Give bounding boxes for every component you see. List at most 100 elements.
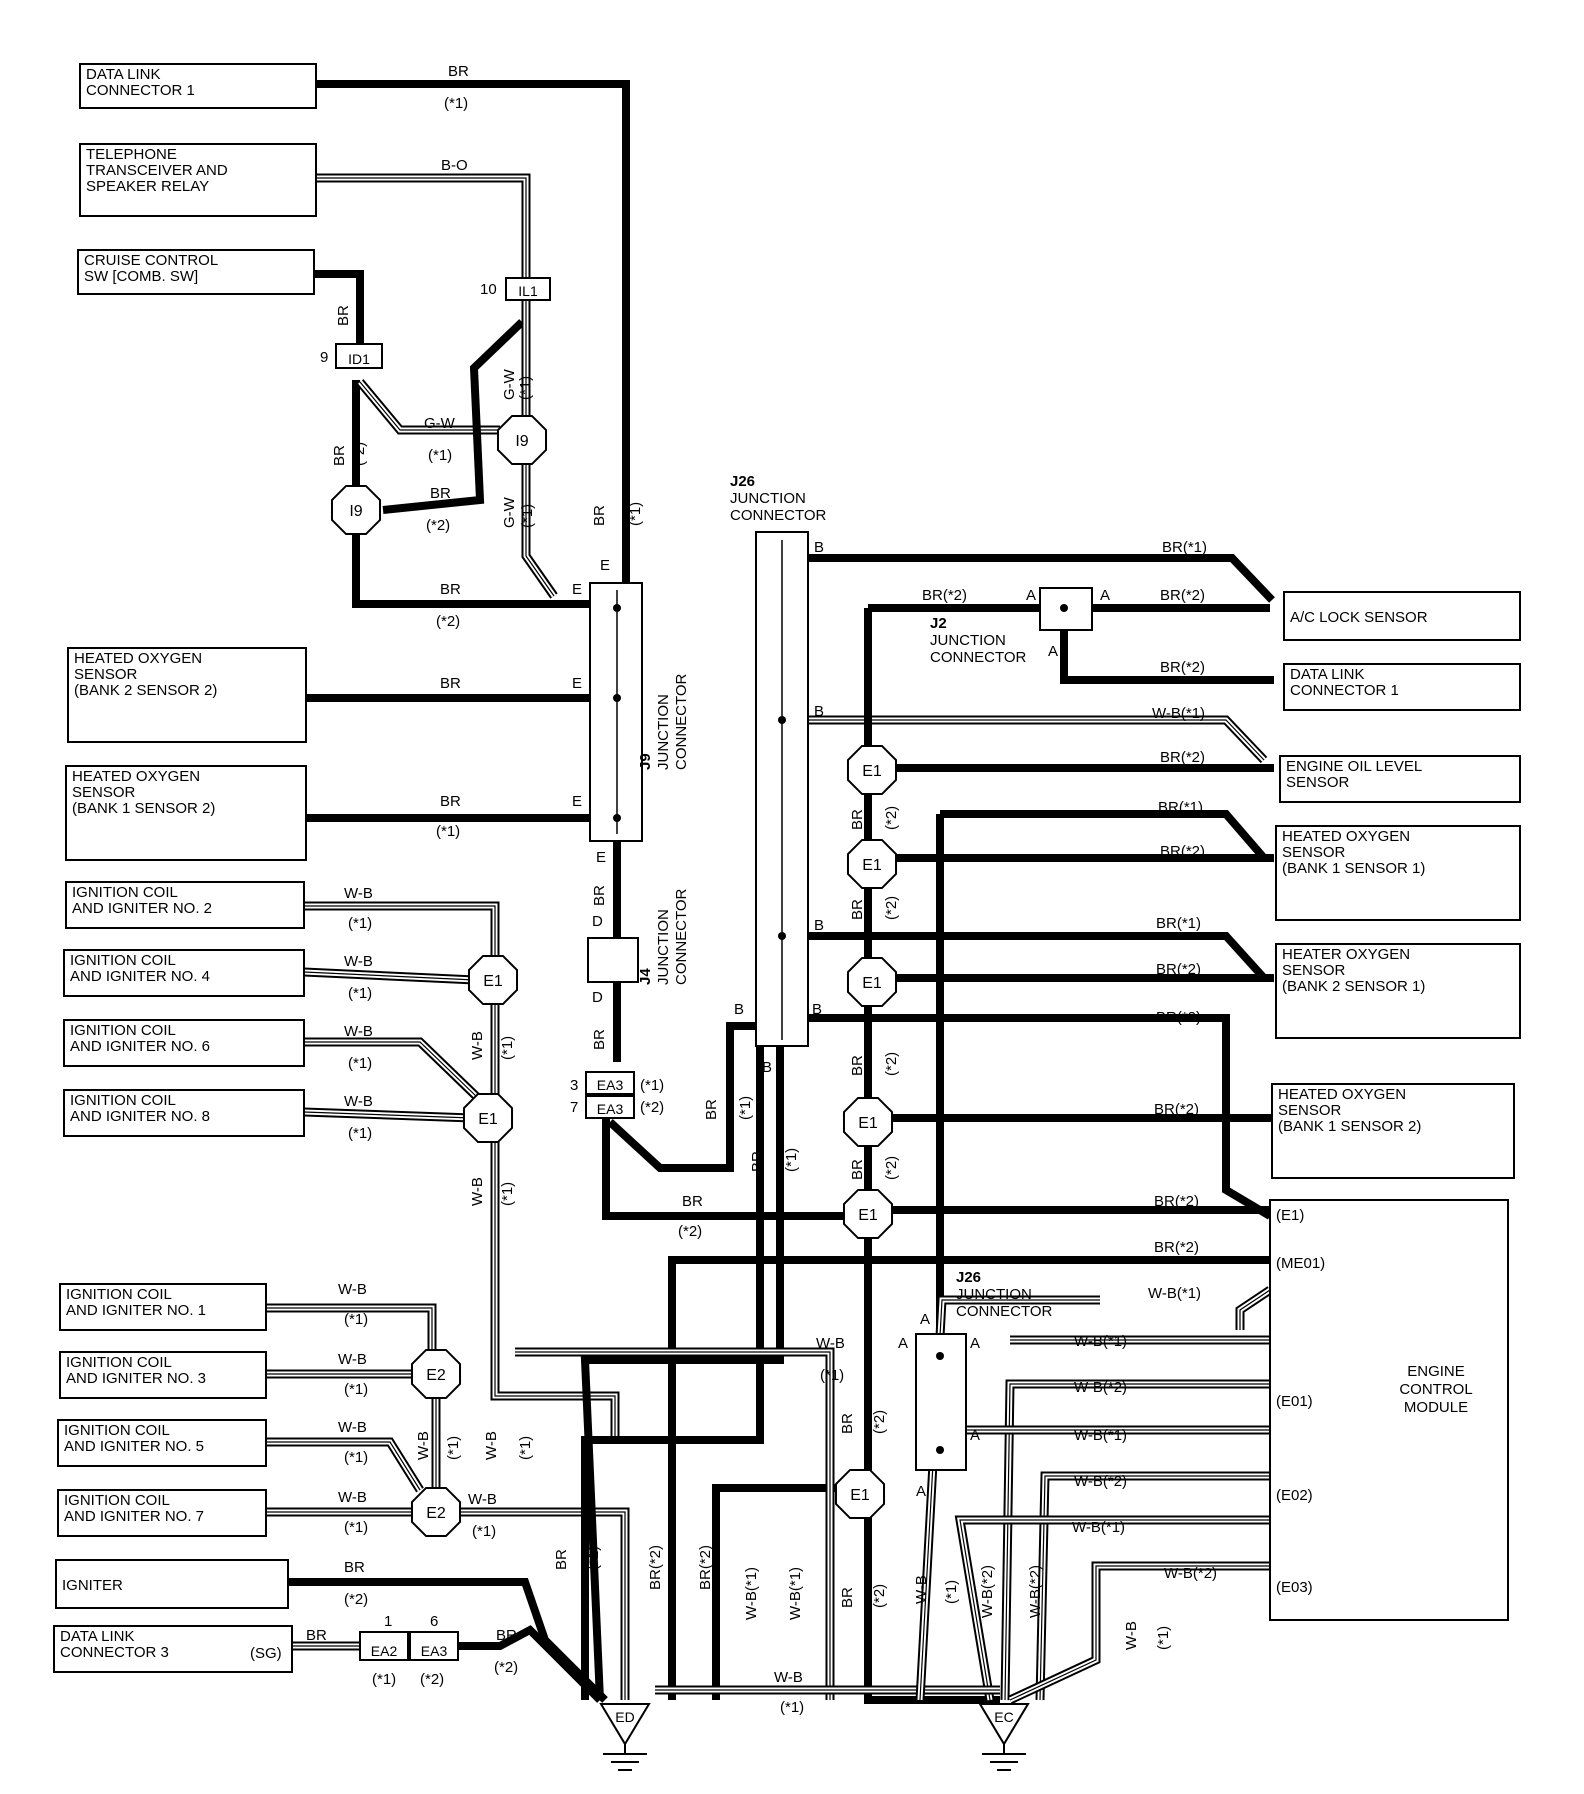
j4-connector bbox=[587, 937, 639, 983]
lbl-d-2: D bbox=[592, 989, 603, 1006]
coil-no8-line: IGNITION COIL bbox=[70, 1092, 176, 1109]
lbl-n1-dlc1: (*1) bbox=[444, 95, 468, 112]
telephone-line: TELEPHONE bbox=[86, 146, 177, 163]
lbl-n1-edec: (*1) bbox=[780, 1699, 804, 1716]
ground-ec: EC bbox=[978, 1703, 1030, 1771]
e1-splice-coil-b: E1 bbox=[462, 1092, 514, 1144]
w-ea2-ed bbox=[458, 1625, 603, 1703]
lbl-bo: B-O bbox=[441, 157, 468, 174]
lbl-br1-ac: BR(*1) bbox=[1162, 539, 1207, 556]
w-e2b-ed bbox=[460, 1507, 630, 1700]
igniter-line: IGNITER bbox=[62, 1577, 123, 1594]
e1-splice-3: E1 bbox=[846, 956, 898, 1008]
lbl-n1-ed1: (*1) bbox=[585, 1546, 602, 1570]
coil-no6-line: AND IGNITER NO. 6 bbox=[70, 1038, 210, 1055]
lbl-wb2-ec3: W-B(*2) bbox=[1027, 1565, 1044, 1618]
lbl-br-col-1: BR bbox=[849, 809, 866, 830]
j26-top-label-0: J26 bbox=[730, 473, 755, 490]
lbl-gw-1: G-W bbox=[501, 368, 518, 400]
lbl-n2-col-3: (*2) bbox=[883, 1052, 900, 1076]
ho2s-bank2-sensor2-line: HEATED OXYGEN bbox=[74, 650, 202, 667]
lbl-br1-b1s1: BR(*1) bbox=[1158, 799, 1203, 816]
cruise-control-sw-line: CRUISE CONTROL bbox=[84, 252, 218, 269]
lbl-br-j26b: BR bbox=[749, 1151, 766, 1172]
w-col2-b1s1 bbox=[940, 810, 1268, 861]
coil-no4-line: IGNITION COIL bbox=[70, 952, 176, 969]
w-dlc1-j9 bbox=[315, 80, 630, 583]
e1-splice-5-label: E1 bbox=[858, 1207, 878, 1224]
il1-connector-label: IL1 bbox=[518, 283, 538, 299]
lbl-br2-ed2: BR(*2) bbox=[647, 1545, 664, 1590]
engine-control-module-line: MODULE bbox=[1404, 1399, 1468, 1416]
j9-label-0: J9 bbox=[637, 753, 654, 770]
w-wb-e03a bbox=[954, 1515, 1270, 1701]
lbl-n1-e1v: (*1) bbox=[499, 1036, 516, 1060]
lbl-n1-c2: (*1) bbox=[348, 915, 372, 932]
j4-label-1: JUNCTION bbox=[655, 909, 672, 985]
e1-splice-1: E1 bbox=[846, 744, 898, 796]
lbl-b-1: B bbox=[734, 1001, 744, 1018]
e1-splice-4-label: E1 bbox=[858, 1115, 878, 1132]
lbl-br-col-4: BR bbox=[849, 1159, 866, 1180]
j9-label-2: CONNECTOR bbox=[673, 673, 690, 770]
ground-ed: ED bbox=[599, 1703, 651, 1771]
lbl-b-6: B bbox=[812, 1001, 822, 1018]
lbl-wb-c8: W-B bbox=[344, 1093, 373, 1110]
lbl-wb2-e01b: W-B(*2) bbox=[1074, 1379, 1127, 1396]
ho2s-bank2-sensor1-line: HEATER OXYGEN bbox=[1282, 946, 1410, 963]
e1-splice-coil-a: E1 bbox=[467, 954, 519, 1006]
lbl-n1-gw2: (*1) bbox=[428, 447, 452, 464]
lbl-br2-dlc1: BR(*2) bbox=[1160, 659, 1205, 676]
lbl-n1-j26b: (*1) bbox=[783, 1148, 800, 1172]
coil-no5-line: IGNITION COIL bbox=[64, 1422, 170, 1439]
lbl-br-ed1: BR bbox=[553, 1549, 570, 1570]
ecm-pin-e1: (E1) bbox=[1276, 1207, 1304, 1224]
junction-dot-4 bbox=[778, 932, 786, 940]
lbl-wb-e2v: W-B bbox=[415, 1431, 432, 1460]
lbl-a-1: A bbox=[898, 1335, 908, 1352]
lbl-n1-c6: (*1) bbox=[348, 1055, 372, 1072]
lbl-wb2-e03b: W-B(*2) bbox=[1164, 1565, 1217, 1582]
lbl-n1-gw3: (*1) bbox=[519, 504, 536, 528]
lbl-p3: 3 bbox=[570, 1077, 578, 1094]
ea3-connector-3: EA3 bbox=[585, 1071, 635, 1095]
lbl-p1: 1 bbox=[384, 1613, 392, 1630]
j26-top-label-2: CONNECTOR bbox=[730, 507, 827, 524]
w-coil1 bbox=[266, 1303, 437, 1352]
coil-no1-line: AND IGNITER NO. 1 bbox=[66, 1302, 206, 1319]
lbl-p10: 10 bbox=[480, 281, 497, 298]
e2-splice-b-label: E2 bbox=[426, 1505, 446, 1522]
ho2s-bank2-sensor2-line: (BANK 2 SENSOR 2) bbox=[74, 682, 217, 699]
il1-connector: IL1 bbox=[505, 277, 551, 301]
lbl-n2-col-4: (*2) bbox=[883, 1156, 900, 1180]
e1-splice-6-label: E1 bbox=[850, 1487, 870, 1504]
lbl-n1-c8: (*1) bbox=[348, 1125, 372, 1142]
lbl-wb-e2c: W-B bbox=[483, 1431, 500, 1460]
lbl-wb1-me01: W-B(*1) bbox=[1148, 1285, 1201, 1302]
w-ea3-3 bbox=[607, 1022, 765, 1172]
lbl-n1-c3: (*1) bbox=[344, 1381, 368, 1398]
lbl-wb2-e02b: W-B(*2) bbox=[1074, 1473, 1127, 1490]
ho2s-bank1-sensor2-left-line: (BANK 1 SENSOR 2) bbox=[72, 800, 215, 817]
dlc1-top-line: DATA LINK bbox=[86, 66, 160, 83]
lbl-wb1-e03a: W-B(*1) bbox=[1072, 1519, 1125, 1536]
j2-label-2: CONNECTOR bbox=[930, 649, 1027, 666]
ho2s-bank1-sensor2-right-line: SENSOR bbox=[1278, 1102, 1342, 1119]
ea3-connector-3-label: EA3 bbox=[597, 1077, 624, 1093]
w-coil6 bbox=[304, 1037, 482, 1102]
j4-label-0: J4 bbox=[637, 968, 654, 985]
dlc1-right-line: CONNECTOR 1 bbox=[1290, 682, 1399, 699]
lbl-n2-ea3b: (*2) bbox=[420, 1671, 444, 1688]
lbl-n2-i9a: (*2) bbox=[351, 442, 368, 466]
lbl-n1-gw1: (*1) bbox=[517, 376, 534, 400]
